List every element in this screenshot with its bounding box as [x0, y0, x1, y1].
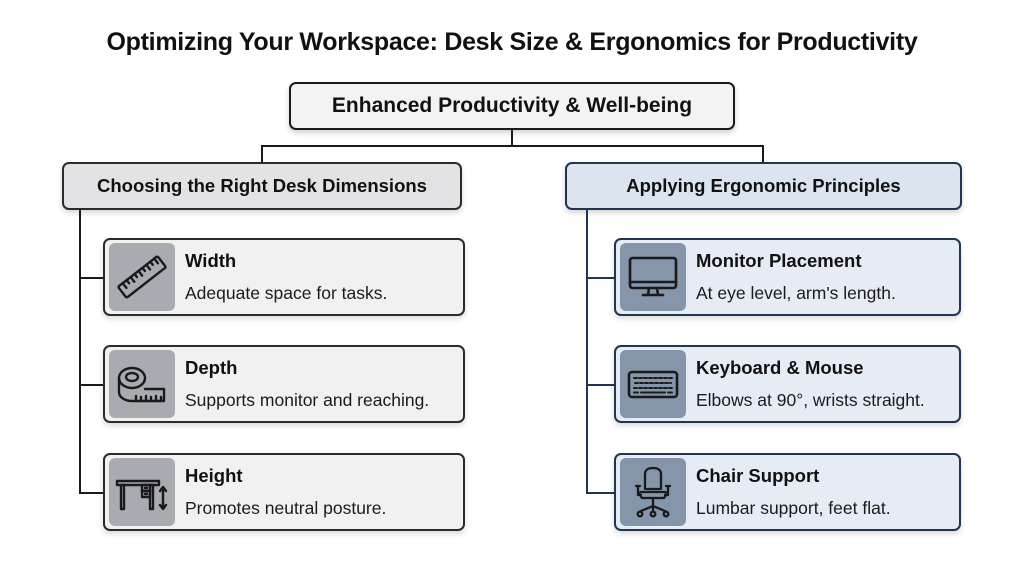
- connector-root-down: [511, 130, 513, 147]
- office-chair-icon: [620, 458, 686, 526]
- root-node: Enhanced Productivity & Well-being: [289, 82, 735, 130]
- card-description: Adequate space for tasks.: [185, 283, 388, 303]
- diagram-title: Optimizing Your Workspace: Desk Size & E…: [106, 28, 918, 56]
- card-monitor-placement: Monitor Placement At eye level, arm's le…: [614, 238, 961, 316]
- left-connector-height: [79, 492, 104, 494]
- card-title: Width: [185, 250, 237, 271]
- card-title: Chair Support: [696, 465, 820, 486]
- monitor-icon: [620, 243, 686, 311]
- left-spine: [79, 210, 81, 494]
- right-spine: [586, 210, 588, 494]
- right-connector-monitor: [586, 277, 615, 279]
- card-height: Height Promotes neutral posture.: [103, 453, 465, 531]
- right-connector-keyboard: [586, 384, 615, 386]
- branch-header-label: Choosing the Right Desk Dimensions: [97, 175, 427, 196]
- card-depth: Depth Supports monitor and reaching.: [103, 345, 465, 423]
- root-node-label: Enhanced Productivity & Well-being: [331, 94, 693, 117]
- left-connector-depth: [79, 384, 104, 386]
- card-description: Lumbar support, feet flat.: [696, 498, 891, 518]
- right-connector-chair: [586, 492, 615, 494]
- card-chair-support: Chair Support Lumbar support, feet flat.: [614, 453, 961, 531]
- card-description: Supports monitor and reaching.: [185, 390, 430, 410]
- branch-header-label: Applying Ergonomic Principles: [626, 175, 901, 196]
- branch-header-ergonomic-principles: Applying Ergonomic Principles: [565, 162, 962, 210]
- connector-right-drop: [762, 145, 764, 163]
- tape-measure-icon: [109, 350, 175, 418]
- connector-left-drop: [261, 145, 263, 163]
- card-title: Monitor Placement: [696, 250, 862, 271]
- ruler-icon: [109, 243, 175, 311]
- adjustable-desk-icon: [109, 458, 175, 526]
- card-title: Keyboard & Mouse: [696, 357, 864, 378]
- card-title: Height: [185, 465, 243, 486]
- branch-header-desk-dimensions: Choosing the Right Desk Dimensions: [62, 162, 462, 210]
- card-keyboard-mouse: Keyboard & Mouse Elbows at 90°, wrists s…: [614, 345, 961, 423]
- left-connector-width: [79, 277, 104, 279]
- connector-horizontal: [261, 145, 764, 147]
- keyboard-icon: [620, 350, 686, 418]
- card-title: Depth: [185, 357, 238, 378]
- card-description: At eye level, arm's length.: [696, 283, 896, 303]
- card-width: Width Adequate space for tasks.: [103, 238, 465, 316]
- card-description: Promotes neutral posture.: [185, 498, 387, 518]
- card-description: Elbows at 90°, wrists straight.: [696, 390, 925, 410]
